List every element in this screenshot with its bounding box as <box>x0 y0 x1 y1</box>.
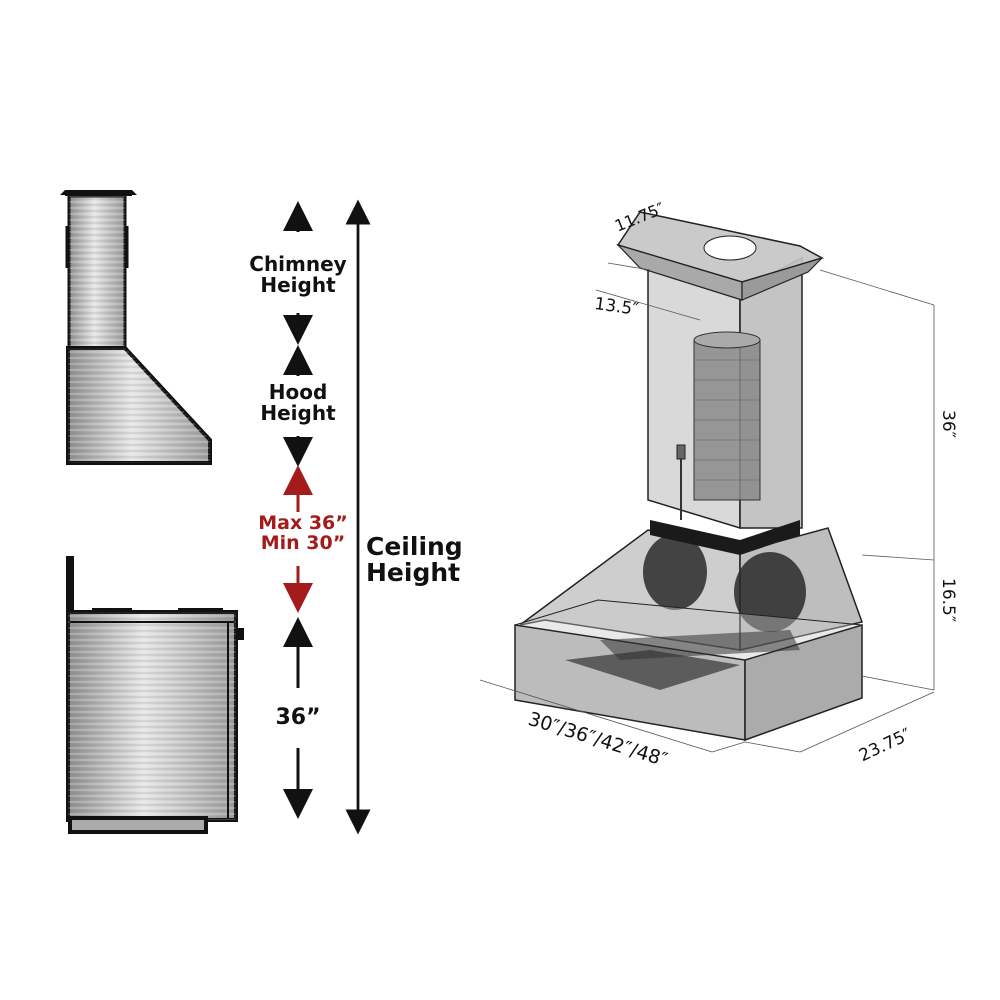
hood-isometric-view <box>479 211 935 753</box>
hood-label-line1: Hood <box>268 380 328 404</box>
ceiling-height-label: Ceiling Height <box>366 532 463 588</box>
hood-side-view <box>60 190 212 465</box>
hood-height-label: Hood Height <box>248 382 348 424</box>
dimension-arrows <box>283 199 371 835</box>
chimney-label-line1: Chimney <box>249 252 347 276</box>
clearance-max: Max 36” <box>258 512 348 534</box>
dim-hood-height: 16.5″ <box>938 578 958 623</box>
hood-label-line2: Height <box>260 401 336 425</box>
counter-height-label: 36” <box>275 705 321 730</box>
chimney-label-line2: Height <box>260 273 336 297</box>
ceiling-label-line1: Ceiling <box>366 532 463 561</box>
ceiling-label-line2: Height <box>366 558 461 588</box>
range-side-view <box>66 556 244 834</box>
dim-chimney-height: 36″ <box>938 410 958 438</box>
clearance-label: Max 36” Min 30” <box>248 512 358 554</box>
chimney-height-label: Chimney Height <box>248 254 348 296</box>
clearance-min: Min 30” <box>260 531 346 554</box>
